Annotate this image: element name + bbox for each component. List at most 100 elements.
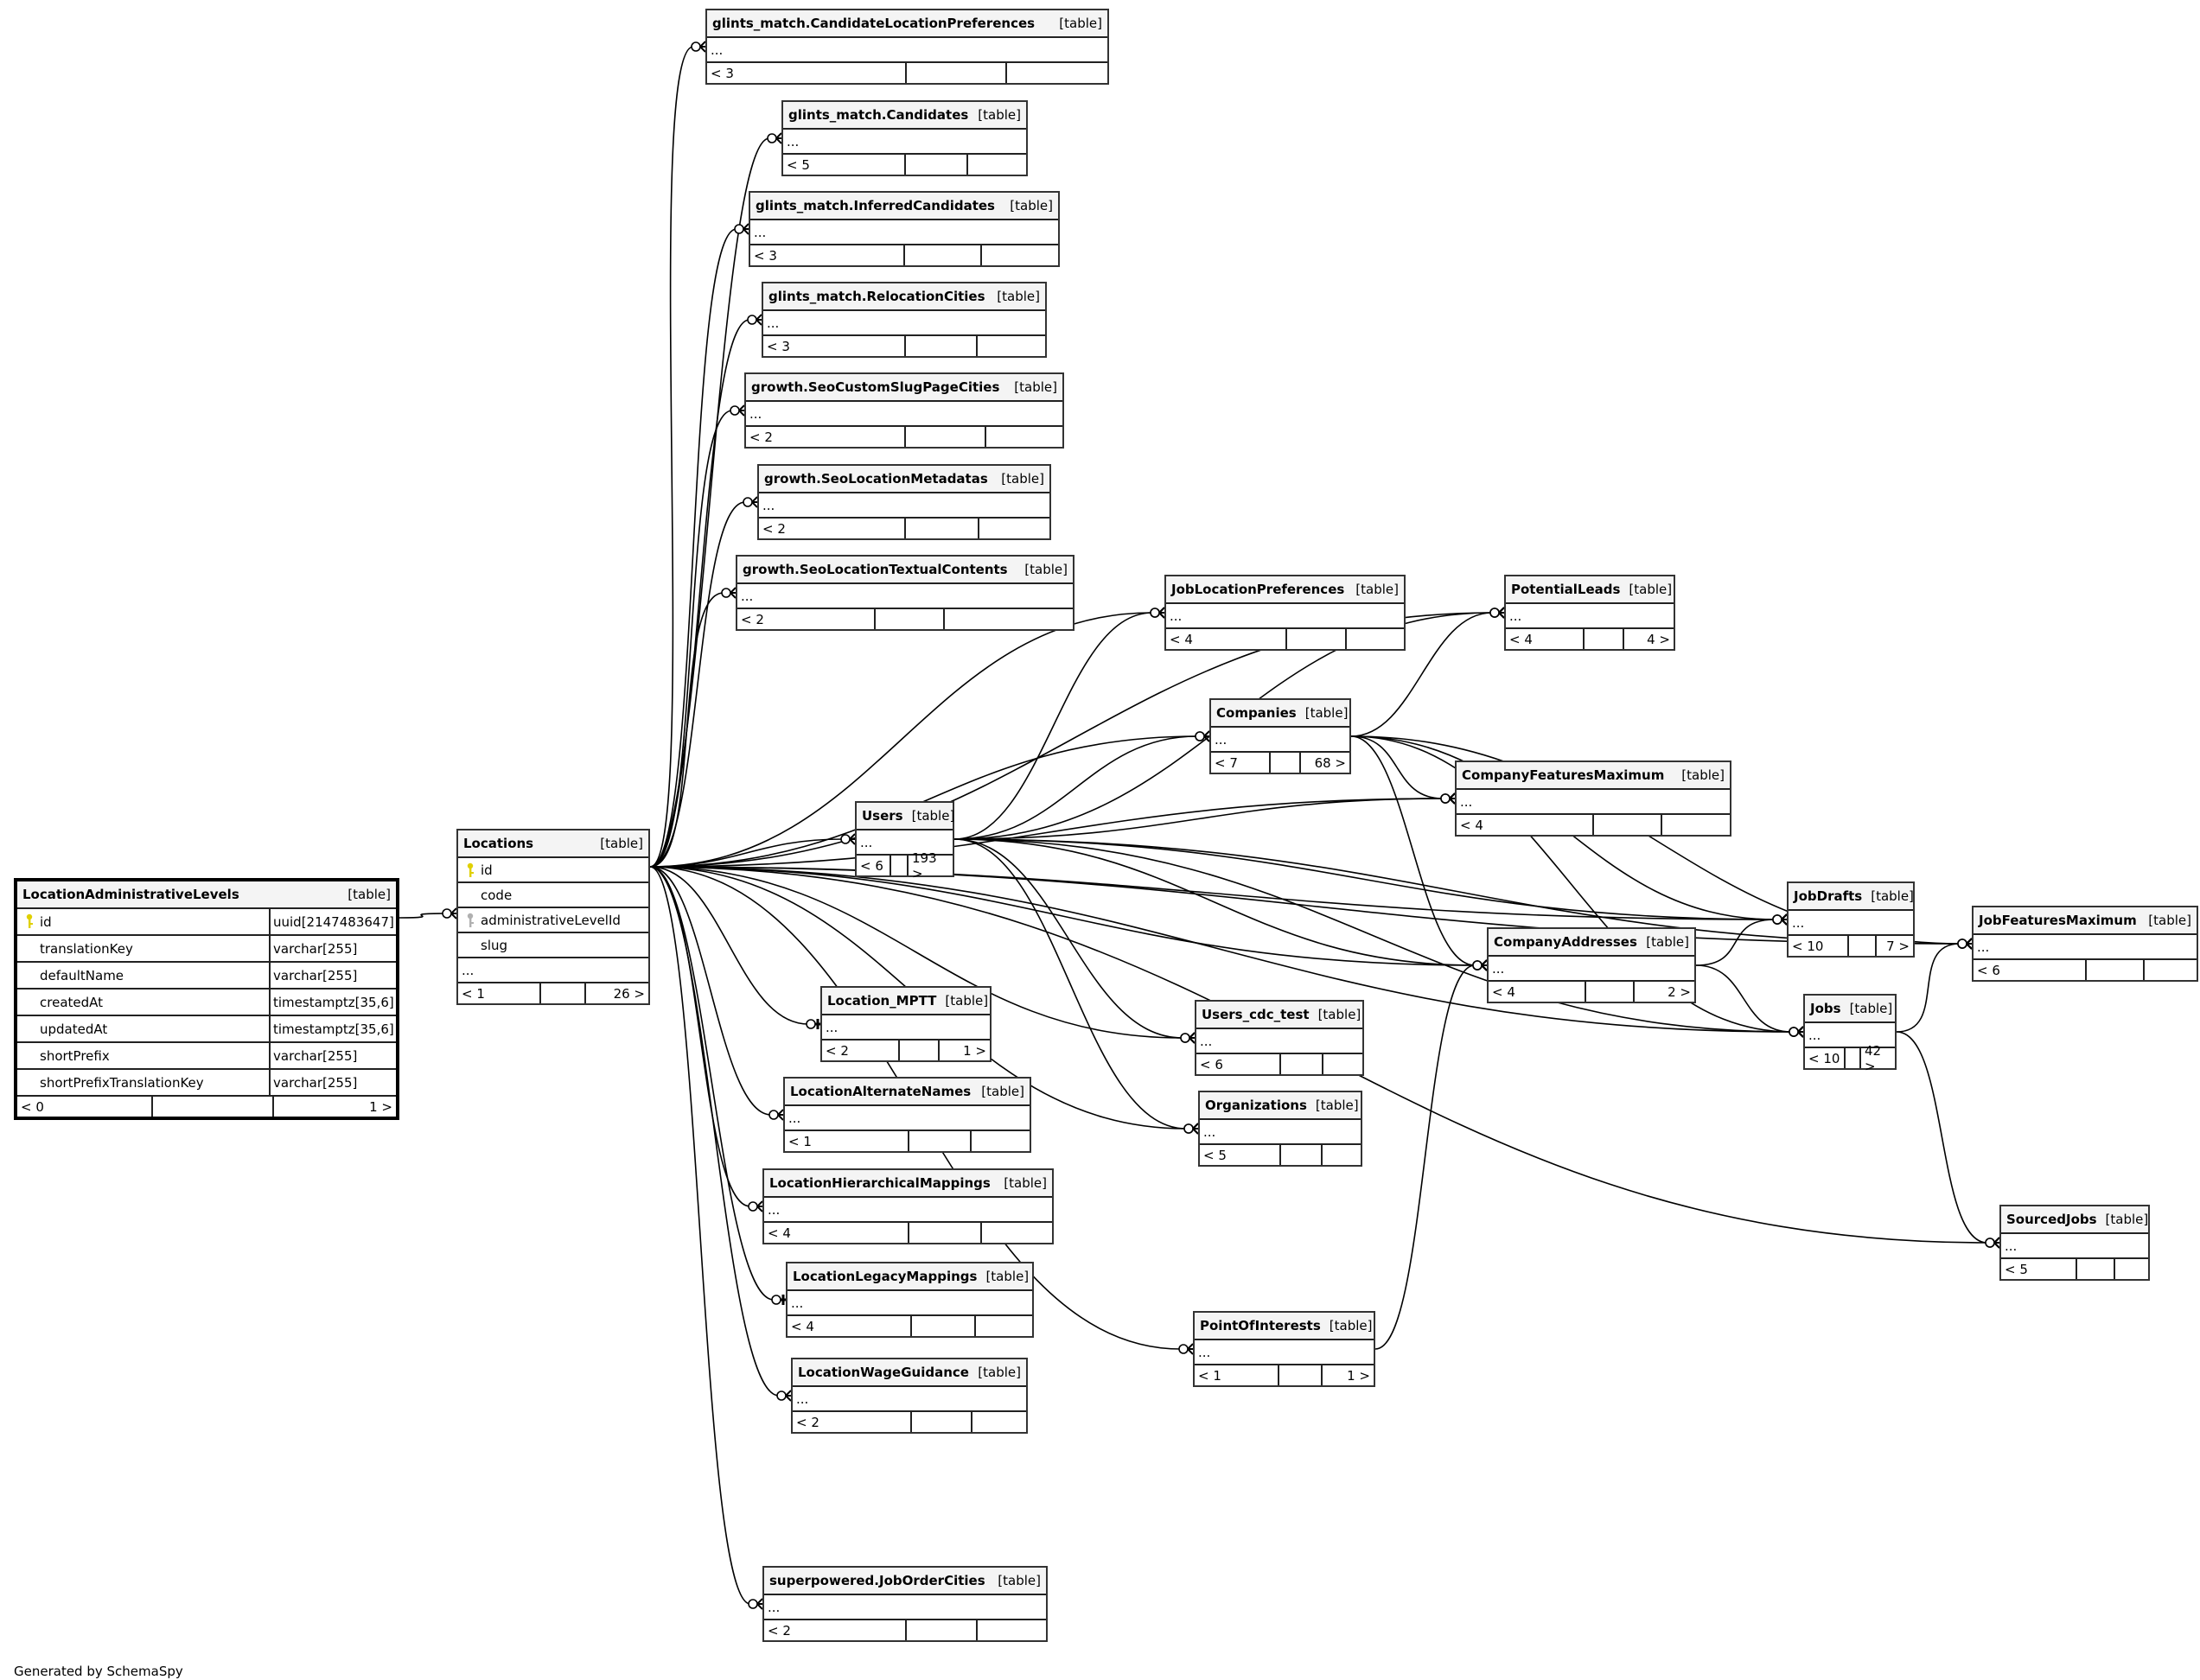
parents-count-link[interactable]: < 3 [767,338,790,354]
parents-count-link[interactable]: < 4 [1170,631,1193,647]
more-columns-ellipsis[interactable]: ... [822,1015,990,1040]
parents-count-link[interactable]: < 1 [462,985,485,1002]
table-location-hierarchical-mappings[interactable]: LocationHierarchicalMappings[table]...< … [762,1168,1054,1244]
more-columns-ellipsis[interactable]: ... [2001,1234,2148,1259]
more-columns-ellipsis[interactable]: ... [793,1387,1026,1412]
table-header[interactable]: JobLocationPreferences[table] [1166,576,1404,604]
more-columns-ellipsis[interactable]: ... [764,1595,1046,1620]
table-name[interactable]: Location_MPTT [827,993,937,1009]
parents-count-link[interactable]: < 1 [788,1133,812,1149]
children-count-link[interactable] [980,1223,1052,1243]
parents-count-link[interactable]: < 2 [826,1042,849,1059]
table-growth-seo-location-metadatas[interactable]: growth.SeoLocationMetadatas[table]...< 2 [757,464,1051,540]
more-columns-ellipsis[interactable]: ... [1489,957,1694,982]
table-header[interactable]: LocationWageGuidance[table] [793,1359,1026,1387]
table-name[interactable]: growth.SeoLocationTextualContents [743,562,1008,577]
table-name[interactable]: glints_match.CandidateLocationPreference… [712,16,1036,31]
children-count-link[interactable]: 2 > [1633,982,1694,1002]
children-count-link[interactable] [980,245,1058,265]
more-columns-ellipsis[interactable]: ... [707,38,1107,63]
children-count-link[interactable]: 193 > [907,850,953,881]
table-header[interactable]: PotentialLeads[table] [1506,576,1674,604]
children-count-link[interactable] [1322,1054,1362,1074]
table-header[interactable]: growth.SeoCustomSlugPageCities[table] [746,374,1062,402]
children-count-link[interactable] [966,155,1026,175]
parents-count-link[interactable]: < 5 [787,156,810,173]
table-header[interactable]: Organizations[table] [1200,1092,1361,1120]
table-header[interactable]: Location_MPTT[table] [822,988,990,1015]
more-columns-ellipsis[interactable]: ... [750,220,1058,245]
table-growth-seo-custom-slug-page-cities[interactable]: growth.SeoCustomSlugPageCities[table]...… [744,372,1064,449]
table-location-wage-guidance[interactable]: LocationWageGuidance[table]...< 2 [791,1358,1028,1434]
table-header[interactable]: JobDrafts[table] [1789,883,1914,911]
parents-count-link[interactable]: < 4 [768,1225,791,1241]
parents-count-link[interactable]: < 4 [791,1318,814,1334]
more-columns-ellipsis[interactable]: ... [1196,1029,1362,1054]
more-columns-ellipsis[interactable]: ... [763,311,1045,336]
children-count-link[interactable] [970,1131,1030,1151]
more-columns-ellipsis[interactable]: ... [857,830,953,856]
table-glints-match-candidates[interactable]: glints_match.Candidates[table]...< 5 [781,100,1028,176]
table-jobs[interactable]: Jobs[table]... < 10 42 > [1803,994,1897,1074]
more-columns-ellipsis[interactable]: ... [737,584,1073,609]
children-count-link[interactable] [1321,1145,1361,1165]
table-company-features-maximum[interactable]: CompanyFeaturesMaximum[table]... < 4 [1455,760,1731,837]
table-header[interactable]: SourcedJobs[table] [2001,1206,2148,1234]
table-name[interactable]: PointOfInterests [1200,1318,1321,1333]
children-count-link[interactable] [976,336,1045,356]
table-name[interactable]: superpowered.JobOrderCities [769,1573,985,1588]
more-columns-ellipsis[interactable]: ... [1166,604,1404,629]
column-row[interactable]: administrativeLevelId [458,908,648,933]
table-name[interactable]: LocationAdministrativeLevels [22,887,239,902]
children-count-link[interactable]: 42 > [1859,1043,1895,1074]
table-location-legacy-mappings[interactable]: LocationLegacyMappings[table]...< 4 [786,1262,1034,1338]
more-columns-ellipsis[interactable]: ... [458,958,648,983]
table-name[interactable]: LocationHierarchicalMappings [769,1175,991,1191]
children-count-link[interactable] [2114,1259,2148,1279]
parents-count-link[interactable]: < 2 [749,429,773,445]
table-header[interactable]: glints_match.InferredCandidates[table] [750,193,1058,220]
table-name[interactable]: Users [862,808,903,824]
children-count-link[interactable]: 7 > [1875,936,1913,956]
children-count-link[interactable] [978,519,1049,538]
table-header[interactable]: glints_match.RelocationCities[table] [763,283,1045,311]
parents-count-link[interactable]: < 4 [1492,983,1515,1000]
table-name[interactable]: LocationWageGuidance [798,1365,969,1380]
table-header[interactable]: CompanyFeaturesMaximum[table] [1457,762,1730,790]
more-columns-ellipsis[interactable]: ... [1211,728,1349,753]
parents-count-link[interactable]: < 10 [1808,1050,1840,1066]
more-columns-ellipsis[interactable]: ... [1805,1023,1895,1048]
children-count-link[interactable] [1005,63,1107,83]
table-job-features-maximum[interactable]: JobFeaturesMaximum[table]...< 6 [1972,906,2198,982]
table-users-cdc-test[interactable]: Users_cdc_test[table]...< 6 [1195,1000,1364,1076]
table-name[interactable]: JobLocationPreferences [1171,582,1345,597]
children-count-link[interactable] [976,1620,1046,1640]
table-header[interactable]: Users[table] [857,803,954,830]
parents-count-link[interactable]: < 4 [1460,817,1483,833]
children-count-link[interactable]: 26 > [584,983,648,1003]
children-count-link[interactable]: 1 > [272,1097,396,1117]
table-name[interactable]: glints_match.InferredCandidates [756,198,995,213]
children-count-link[interactable]: 4 > [1623,629,1674,649]
table-header[interactable]: Jobs[table] [1805,996,1895,1023]
table-name[interactable]: JobDrafts [1794,888,1863,904]
table-name[interactable]: growth.SeoLocationMetadatas [764,471,988,487]
children-count-link[interactable] [1345,629,1404,649]
table-header[interactable]: LocationLegacyMappings[table] [788,1263,1032,1291]
more-columns-ellipsis[interactable]: ... [1457,790,1730,815]
more-columns-ellipsis[interactable]: ... [785,1106,1030,1131]
column-row[interactable]: slug [458,933,648,958]
table-header[interactable]: LocationHierarchicalMappings[table] [764,1170,1052,1198]
parents-count-link[interactable]: < 2 [762,520,786,537]
parents-count-link[interactable]: < 2 [741,611,764,627]
parents-count-link[interactable]: < 3 [711,65,734,81]
